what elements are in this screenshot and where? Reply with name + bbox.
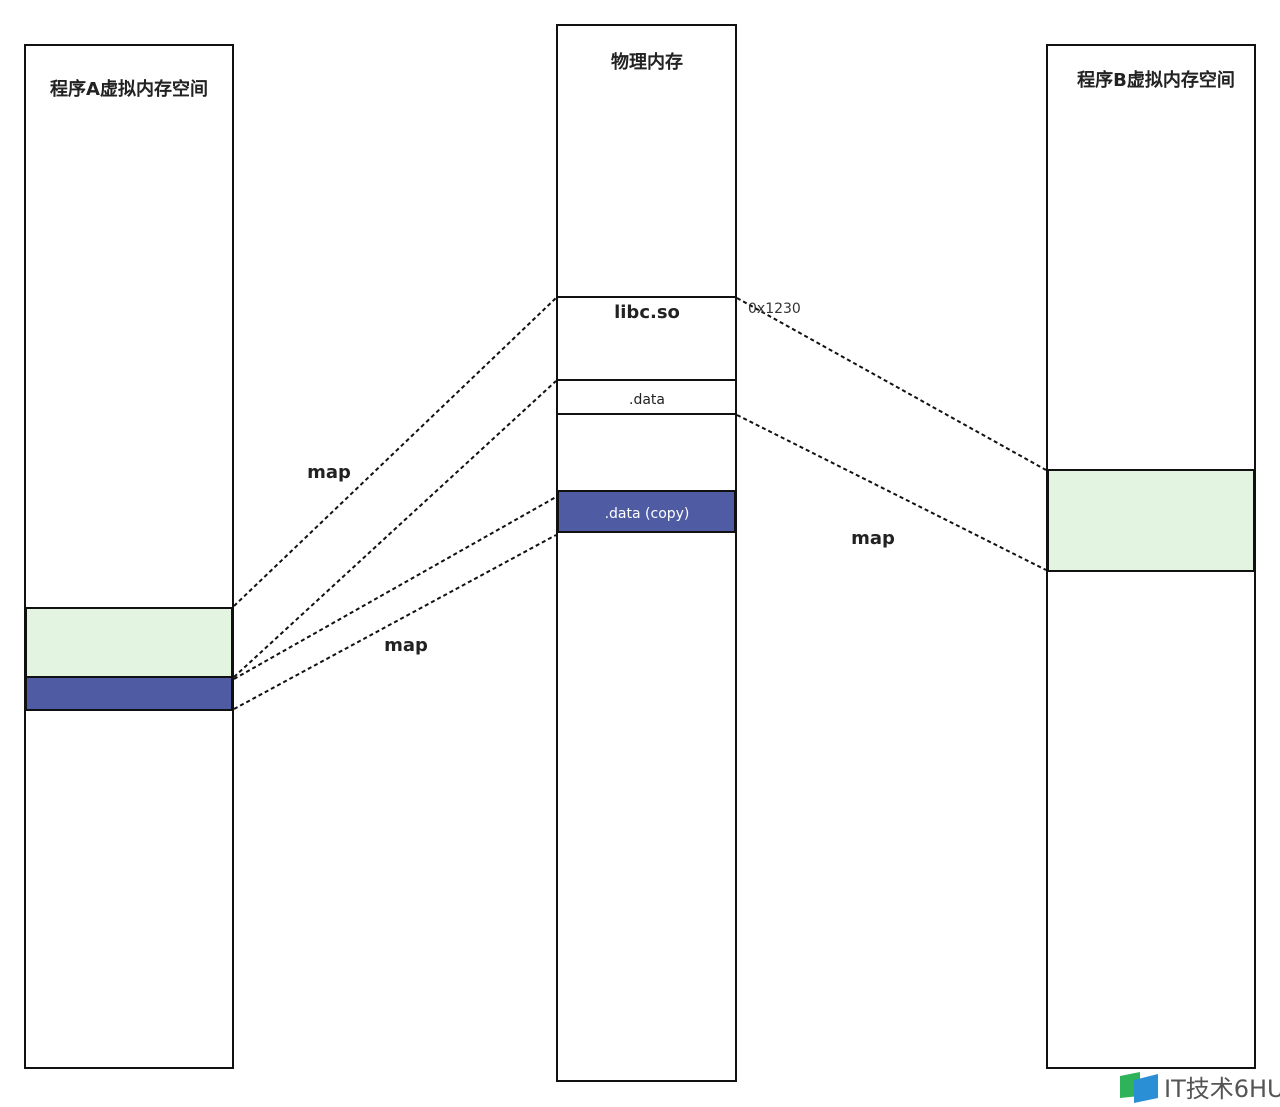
program-a-box — [24, 44, 234, 1069]
program-b-shared-region — [1047, 469, 1255, 572]
program-b-title: 程序B虚拟内存空间 — [1077, 69, 1235, 91]
map-line-a-to-libc-bottom — [233, 380, 557, 678]
watermark-text: IT技术6HU — [1164, 1075, 1280, 1103]
address-label: 0x1230 — [748, 301, 801, 317]
data-copy-region — [557, 490, 736, 533]
map-label-b: map — [851, 528, 895, 549]
watermark: IT技术6HU — [1120, 1072, 1280, 1103]
map-line-libc-to-b-bottom — [736, 414, 1047, 571]
program-a-shared-region — [25, 607, 233, 678]
map-line-a-to-copy-bottom — [233, 534, 557, 710]
map-line-a-to-copy-top — [233, 496, 557, 680]
program-a-title: 程序A虚拟内存空间 — [50, 78, 208, 100]
map-label-a-copy: map — [384, 635, 428, 656]
mapping-lines — [233, 297, 1047, 710]
physical-memory-box — [556, 24, 737, 1082]
program-a-column: 程序A虚拟内存空间 — [24, 44, 234, 1069]
program-b-column: 程序B虚拟内存空间 — [1046, 44, 1256, 1069]
data-copy-label: .data (copy) — [605, 506, 690, 522]
map-label-a-libc: map — [307, 462, 351, 483]
program-a-private-region — [25, 676, 233, 711]
map-line-a-to-libc-top — [233, 297, 557, 607]
map-line-libc-to-b-top — [736, 297, 1047, 471]
data-section-label: .data — [629, 392, 665, 408]
physical-memory-column: 物理内存 libc.so .data .data (copy) — [556, 24, 737, 1082]
watermark-logo-icon — [1120, 1072, 1158, 1103]
physical-memory-title: 物理内存 — [611, 51, 683, 73]
libc-label: libc.so — [614, 302, 680, 323]
